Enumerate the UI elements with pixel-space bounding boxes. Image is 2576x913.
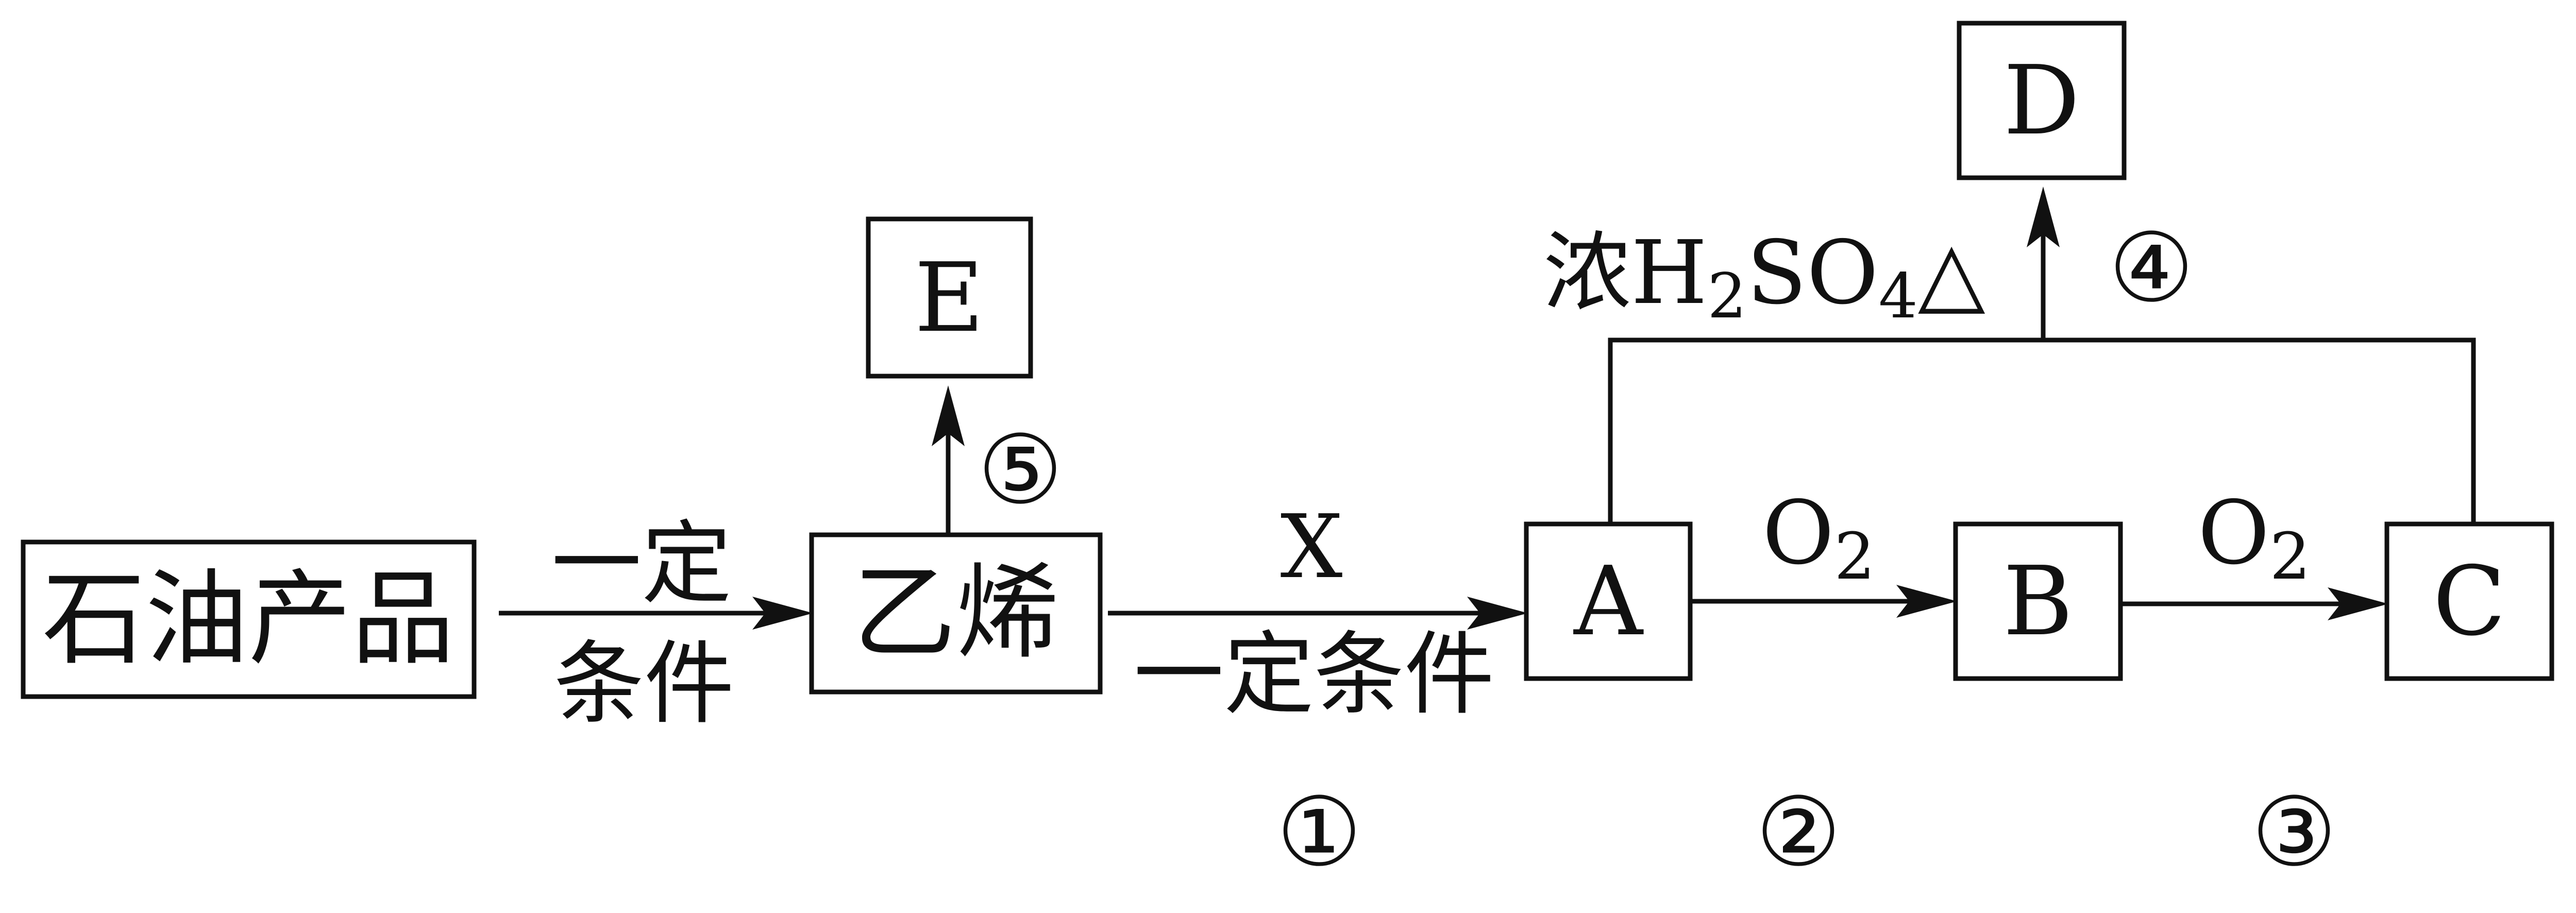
formula-H: H [1631, 222, 1707, 324]
condition-prefix: 浓 [1543, 222, 1631, 324]
reagent-subscript: 2 [1834, 519, 1875, 594]
node-B-label: B [2003, 546, 2073, 657]
step-2-marker: ② [1756, 776, 1841, 888]
edge-petroleum-to-ethylene: 一定 条件 [499, 512, 813, 737]
reagent-symbol: O [2198, 482, 2269, 584]
reagent-subscript: 2 [2269, 519, 2311, 594]
reagent-symbol: O [1762, 482, 1834, 584]
edge-ethylene-condition: 一定条件 [1134, 623, 1494, 728]
node-ethylene-label: 乙烯 [853, 553, 1059, 673]
node-E: E [866, 216, 1033, 379]
node-D: D [1957, 21, 2127, 180]
heat-symbol: △ [1918, 222, 1985, 324]
node-petroleum: 石油产品 [21, 539, 477, 699]
step-3-marker: ③ [2251, 776, 2337, 888]
formula-O-subscript: 4 [1878, 261, 1917, 332]
formula-H-subscript: 2 [1707, 261, 1746, 332]
step-1-marker: ① [1276, 776, 1362, 888]
edge-to-D-condition: 浓H2SO4△ [1543, 222, 1985, 332]
arrow-head [1467, 597, 1528, 630]
node-D-label: D [2003, 45, 2080, 156]
edge-ethylene-reagent-X: X [1280, 496, 1342, 598]
arrow-head [752, 597, 813, 630]
arrow-head [1896, 585, 1957, 618]
node-petroleum-label: 石油产品 [42, 560, 454, 680]
edge-B-to-C-reagent: O2 [2198, 482, 2311, 594]
node-B: B [1953, 521, 2123, 681]
edge-petroleum-condition-bottom: 条件 [554, 632, 734, 737]
node-E-label: E [914, 242, 984, 353]
edge-to-D: 浓H2SO4△ ④ [1543, 187, 2476, 524]
node-C-label: C [2433, 546, 2506, 657]
arrow-head [2027, 187, 2060, 247]
node-A: A [1524, 521, 1693, 681]
step-4-marker: ④ [2109, 212, 2194, 324]
edge-ethylene-to-E: ⑤ [932, 385, 1063, 535]
node-C: C [2384, 521, 2554, 681]
formula-SO: SO [1747, 222, 1879, 324]
edge-B-to-C: O2 ③ [2122, 482, 2388, 888]
edge-A-to-B-reagent: O2 [1762, 482, 1875, 594]
edge-petroleum-condition-top: 一定 [551, 512, 732, 617]
node-A-label: A [1573, 546, 1644, 657]
step-5-marker: ⑤ [978, 414, 1063, 526]
edge-ethylene-to-A: X 一定条件 ① [1108, 496, 1528, 888]
node-ethylene: 乙烯 [809, 532, 1103, 695]
bracket-line [1608, 337, 2476, 524]
arrow-head [932, 385, 965, 446]
arrow-head [2328, 587, 2388, 620]
edge-A-to-B: O2 ② [1691, 482, 1957, 888]
